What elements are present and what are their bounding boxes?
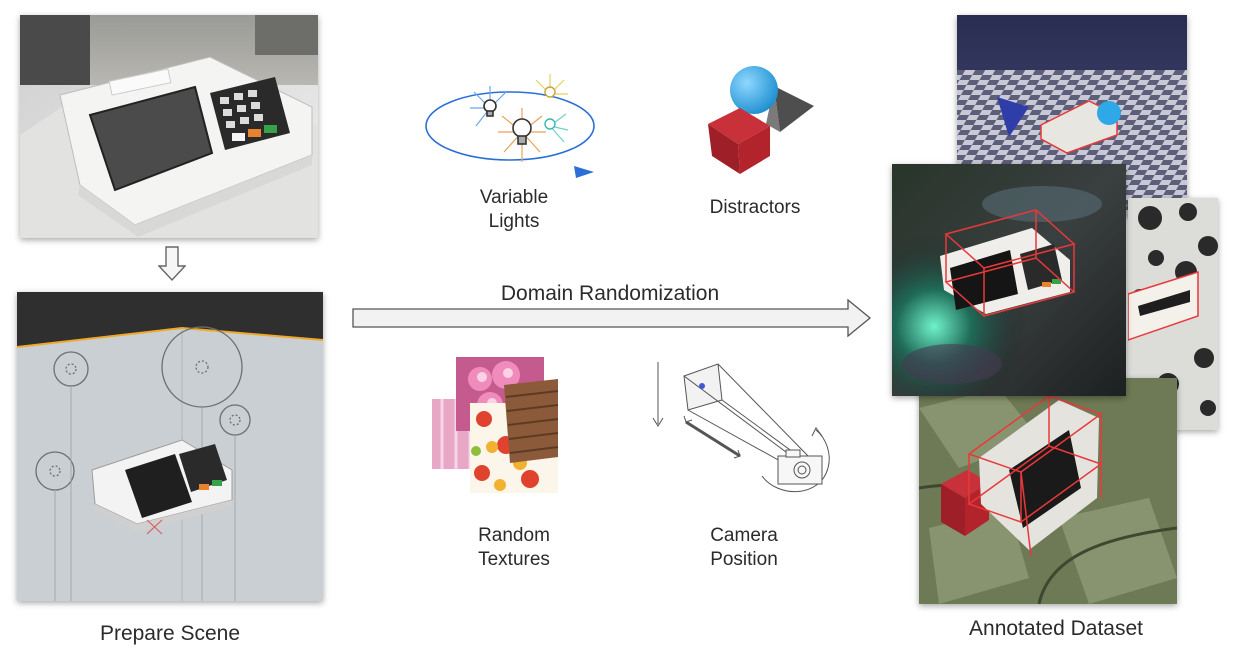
dataset-sample-stone (919, 378, 1177, 604)
annotated-dataset-caption: Annotated Dataset (969, 617, 1143, 640)
dataset-sample-checkerboard (957, 15, 1187, 215)
domain-randomization-label: Domain Randomization (500, 282, 720, 305)
scene-render (17, 292, 323, 601)
variable-lights-line1: Variable (479, 187, 549, 208)
domain-randomization-arrow (352, 298, 882, 338)
camera-position-line2: Position (710, 549, 778, 570)
distractors-line1: Distractors (709, 197, 801, 218)
variable-lights-label: Variable Lights (454, 186, 574, 234)
real-device-photo (20, 15, 318, 238)
distractors-label: Distractors (690, 196, 820, 220)
dataset-sample-dark (892, 164, 1126, 396)
down-arrow (158, 246, 186, 282)
prepare-scene-caption: Prepare Scene (99, 622, 241, 645)
random-textures-label: Random Textures (454, 524, 574, 572)
random-textures-line1: Random (478, 525, 550, 546)
random-textures-line2: Textures (478, 549, 550, 570)
camera-position-line1: Camera (710, 525, 778, 546)
variable-lights-line2: Lights (488, 211, 540, 232)
camera-frustum-icon (650, 358, 840, 503)
texture-stack-icon (430, 355, 560, 495)
camera-position-label: Camera Position (684, 524, 804, 572)
lightbulb-orbit-icon (424, 70, 596, 180)
geometric-shapes-icon (700, 66, 820, 176)
